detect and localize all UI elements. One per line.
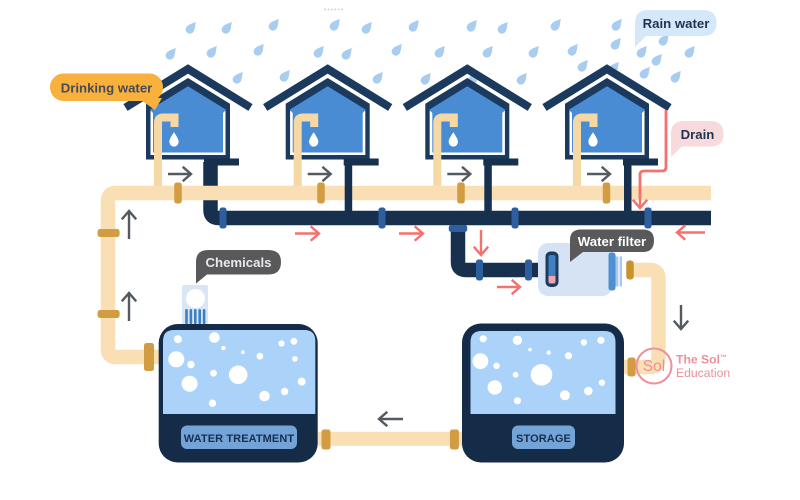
svg-text:The Sol™: The Sol™	[676, 353, 727, 367]
svg-text:WATER TREATMENT: WATER TREATMENT	[184, 433, 295, 445]
svg-text:Drinking water: Drinking water	[61, 81, 153, 96]
svg-text:Water filter: Water filter	[578, 234, 646, 249]
svg-text:Rain water: Rain water	[643, 16, 710, 31]
svg-text:Education: Education	[676, 366, 730, 380]
svg-text:Drain: Drain	[681, 127, 715, 142]
svg-text:STORAGE: STORAGE	[516, 433, 571, 445]
svg-text:Sol: Sol	[643, 358, 665, 375]
svg-text:Chemicals: Chemicals	[206, 255, 272, 270]
